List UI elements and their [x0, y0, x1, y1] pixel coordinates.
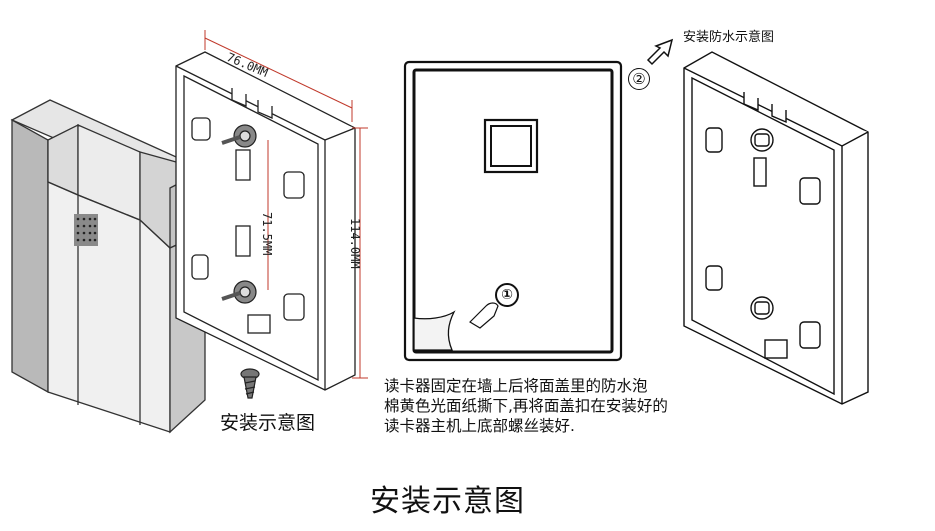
main-caption: 安装示意图 [370, 484, 525, 519]
waterproof-back-plate [683, 51, 869, 405]
small-screw-icon [240, 368, 260, 399]
mount-screw-bottom-icon [221, 280, 257, 304]
step-2-marker: ② [628, 68, 650, 90]
dimension-lines [204, 30, 368, 379]
height-dimension-label: 114.0MM [348, 218, 362, 269]
step-1-marker: ① [495, 283, 519, 307]
speaker-dots [76, 217, 97, 242]
instruction-line: 读卡器固定在墙上后将面盖里的防水泡 [384, 377, 648, 395]
instruction-line: 棉黄色光面纸撕下,再将面盖扣在安装好的 [384, 397, 668, 415]
step2-arrow-icon [646, 38, 674, 66]
installation-instructions: 读卡器固定在墙上后将面盖里的防水泡 棉黄色光面纸撕下,再将面盖扣在安装好的 读卡… [384, 376, 668, 436]
mount-screw-top-icon [221, 124, 257, 148]
hole-spacing-label: 71.5MM [260, 212, 274, 256]
back-plate [175, 51, 356, 391]
finger-peel-icon [469, 302, 499, 329]
waterproof-note: 安装防水示意图 [683, 30, 775, 45]
screw-caption: 安装示意图 [220, 412, 316, 434]
front-cover [403, 60, 623, 362]
instruction-line: 读卡器主机上底部螺丝装好. [384, 417, 575, 435]
